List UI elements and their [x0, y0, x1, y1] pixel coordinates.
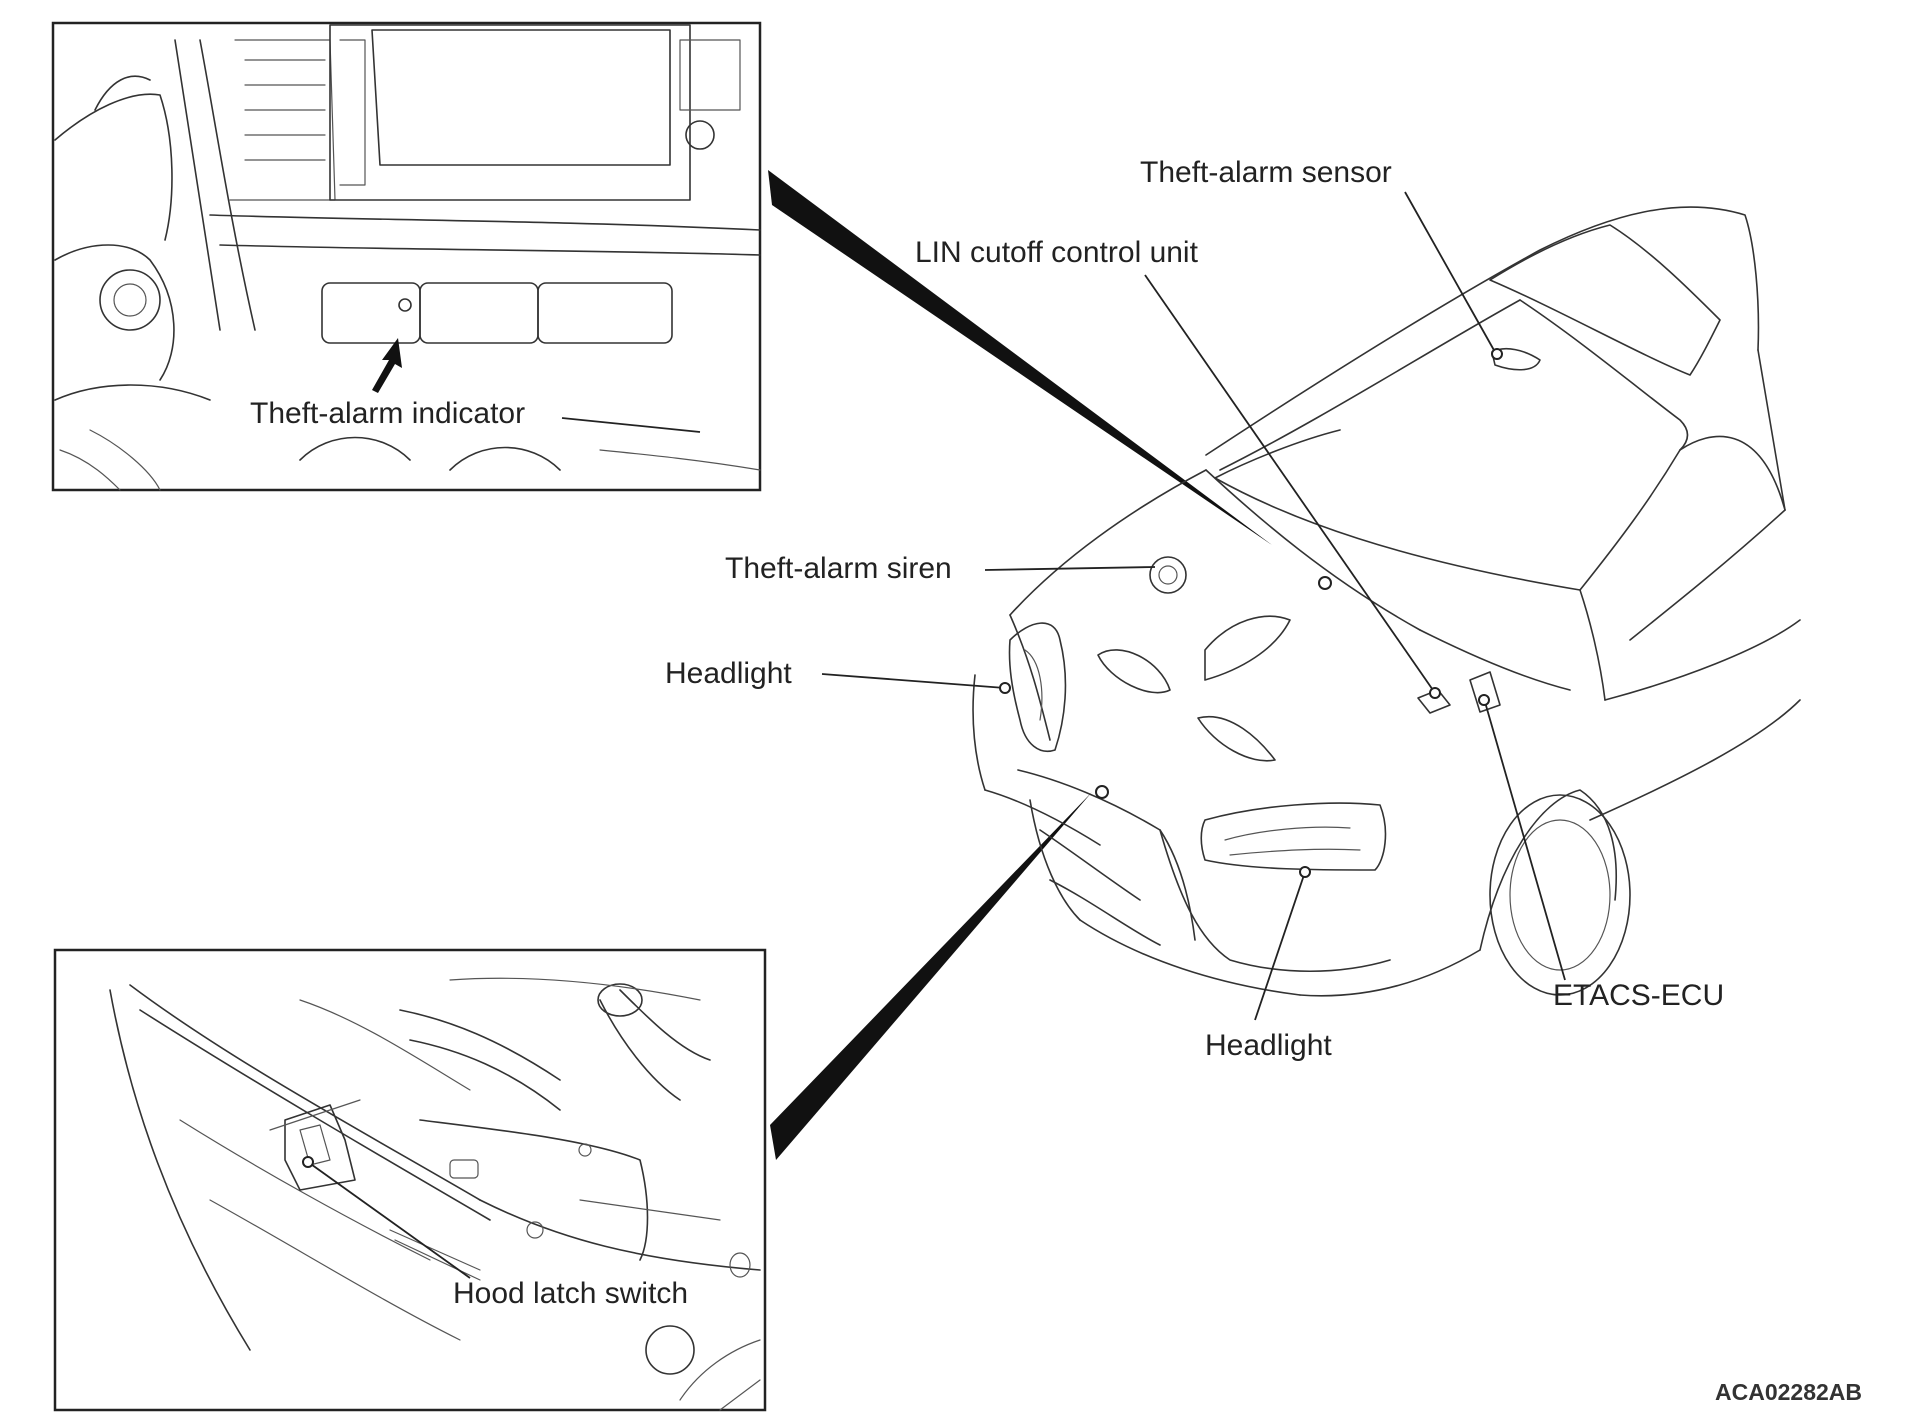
leader-etacs-ecu	[1484, 701, 1566, 981]
leader-headlight-left	[821, 673, 1006, 689]
label-etacs-ecu: ETACS-ECU	[1553, 979, 1724, 1012]
label-hood-latch-switch: Hood latch switch	[453, 1277, 688, 1310]
callout-wedge-dashboard	[768, 170, 1272, 545]
label-theft-alarm-indicator: Theft-alarm indicator	[250, 397, 525, 430]
label-lin-cutoff-control-unit: LIN cutoff control unit	[915, 236, 1199, 269]
leader-lin-cutoff	[1144, 274, 1436, 694]
callout-wedge-hood-latch	[770, 792, 1092, 1160]
label-headlight-left: Headlight	[665, 657, 792, 690]
theft-alarm-indicator-location	[1318, 576, 1332, 590]
leader-theft-alarm-siren	[984, 566, 1156, 571]
hood-latch-location	[1095, 785, 1109, 799]
label-theft-alarm-siren: Theft-alarm siren	[725, 552, 952, 585]
inset-hood-latch	[53, 948, 767, 1412]
label-theft-alarm-sensor: Theft-alarm sensor	[1140, 156, 1392, 189]
label-headlight-front: Headlight	[1205, 1029, 1332, 1062]
inset-dashboard	[51, 21, 762, 492]
vehicle-illustration	[972, 206, 1801, 997]
figure-code: ACA02282AB	[1715, 1379, 1862, 1405]
leader-headlight-front	[1254, 871, 1306, 1021]
leader-theft-alarm-sensor	[1404, 191, 1496, 353]
indicator-arrow-icon	[372, 338, 402, 393]
